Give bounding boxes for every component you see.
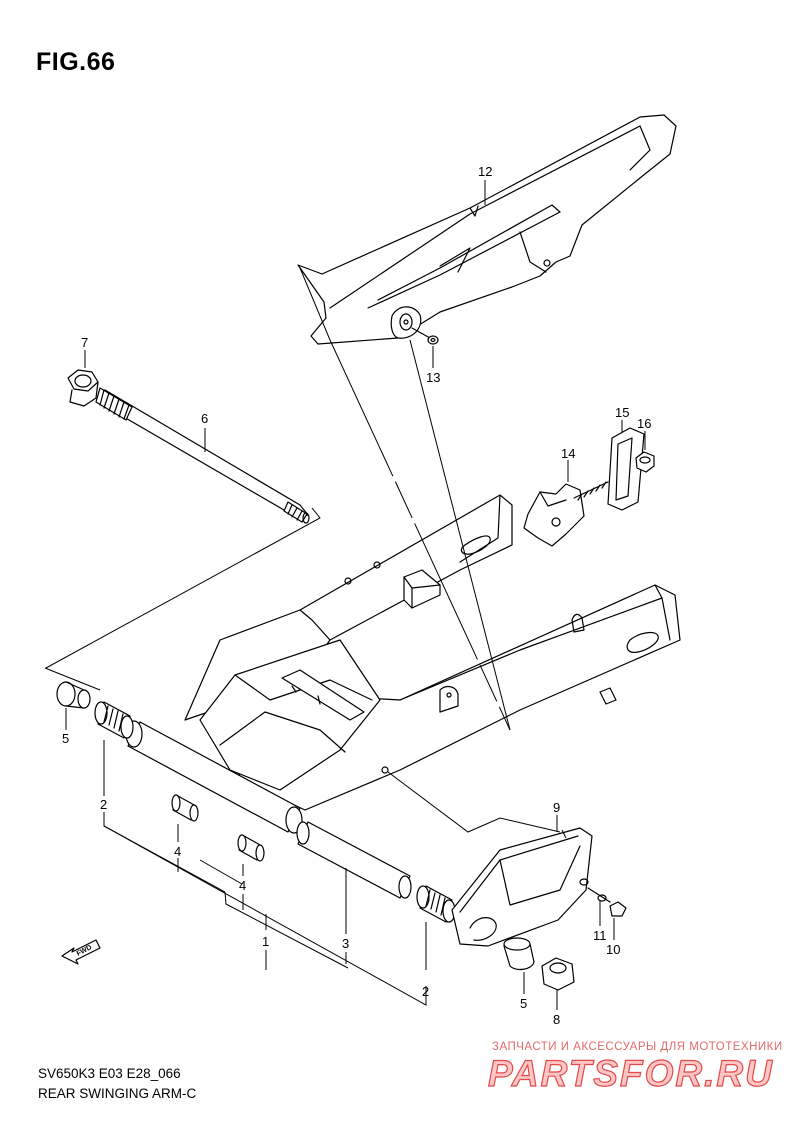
callout-8: 8 — [553, 1012, 560, 1027]
needle-bearing-4b-part — [237, 834, 265, 862]
bolt-10-part — [587, 887, 627, 917]
bearing-2-right-part — [416, 885, 456, 923]
figure-title: FIG.66 — [36, 48, 116, 76]
callout-10: 10 — [606, 942, 620, 957]
callout-16: 16 — [637, 416, 651, 431]
fwd-direction-icon — [61, 939, 101, 965]
callout-4-b: 4 — [239, 878, 246, 893]
callout-7: 7 — [81, 335, 88, 350]
callout-5-left: 5 — [62, 731, 69, 746]
chain-guard-part — [297, 114, 677, 345]
leader-lines — [44, 180, 646, 1010]
callout-3: 3 — [342, 936, 349, 951]
callout-2-right: 2 — [422, 984, 429, 999]
needle-bearing-4a-part — [171, 794, 199, 822]
pivot-nut-part — [67, 369, 99, 407]
callout-6: 6 — [201, 411, 208, 426]
callout-1: 1 — [262, 934, 269, 949]
callout-5-right: 5 — [520, 996, 527, 1011]
collar-5-left-part — [56, 681, 91, 709]
callout-13: 13 — [426, 370, 440, 385]
washer-11-part — [597, 894, 607, 902]
footer-model-code: SV650K3 E03 E28_066 — [38, 1066, 181, 1081]
swingarm-body-part — [125, 494, 681, 834]
nut-8-part — [541, 957, 575, 991]
adjuster-block-part — [607, 427, 645, 511]
lower-guard-part — [451, 827, 593, 947]
callout-15: 15 — [615, 405, 629, 420]
bolt-13-part — [411, 327, 439, 345]
nut-16-part — [635, 451, 655, 473]
pivot-shaft-part — [95, 387, 310, 524]
callout-14: 14 — [561, 446, 575, 461]
adjuster-plate-part — [523, 481, 609, 547]
watermark-logo: PARTSFOR.RU — [487, 1052, 774, 1094]
watermark-caption: ЗАПЧАСТИ И АКСЕССУАРЫ ДЛЯ МОТОТЕХНИКИ — [492, 1041, 783, 1053]
bearing-2-left-part — [94, 701, 134, 739]
callout-11: 11 — [593, 928, 607, 943]
collar-5-right-part — [503, 937, 535, 971]
callout-9: 9 — [553, 800, 560, 815]
callout-2-left: 2 — [100, 797, 107, 812]
footer-description: REAR SWINGING ARM-C — [38, 1086, 197, 1101]
axle-spacer-part — [296, 821, 412, 899]
callout-12: 12 — [478, 164, 492, 179]
callout-4-a: 4 — [174, 844, 181, 859]
